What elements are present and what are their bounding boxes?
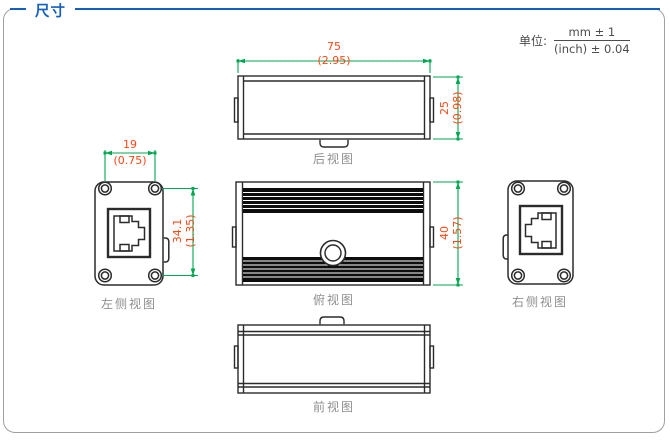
left-side-body (94, 181, 170, 286)
page-title: 尺寸 (26, 0, 75, 21)
right-side-edge-tab (502, 234, 509, 260)
top-height-mm: 40 (438, 226, 451, 240)
rear-bottom-tab (319, 139, 349, 148)
rear-width-mm: 75 (327, 40, 341, 53)
rear-height-dim: 25 (0.98) (438, 80, 466, 136)
top-height-dim: 40 (1.57) (438, 205, 466, 261)
front-right-rail-tab (429, 345, 435, 369)
top-dimension-arrows (455, 180, 461, 287)
left-hole-vpitch-mm: 34.1 (171, 218, 184, 244)
left-hole-vpitch-dim: 34.1 (1.35) (171, 203, 199, 259)
rear-height-mm: 25 (438, 101, 451, 115)
left-hole-pitch-mm: 19 (123, 138, 137, 151)
top-height-inch: (1.57) (451, 216, 464, 250)
front-top-tab (319, 316, 345, 325)
rear-left-rail-tab (233, 97, 239, 123)
front-view-label: 前视图 (312, 400, 355, 414)
left-side-edge-tab (163, 237, 170, 263)
screw-holes (510, 181, 572, 283)
rear-height-inch: (0.98) (451, 91, 464, 125)
title-rule (10, 7, 660, 10)
left-side-view-drawing (94, 150, 198, 286)
unit-note: 单位: mm ± 1 (inch) ± 0.04 (519, 25, 630, 56)
rear-width-inch: (2.95) (317, 54, 351, 67)
left-hole-vpitch-inch: (1.35) (184, 214, 197, 248)
top-left-rail-tab (231, 226, 237, 248)
rear-view-label: 后视图 (312, 152, 355, 166)
unit-label: 单位: (519, 34, 548, 48)
left-side-view-label: 左侧视图 (100, 297, 157, 311)
screw-holes (97, 181, 163, 283)
top-right-rail-tab (429, 226, 435, 248)
top-view-body (231, 181, 435, 286)
rear-dimension-lines (237, 59, 463, 140)
front-left-rail-tab (233, 345, 239, 369)
left-side-dimension-arrows (103, 150, 196, 277)
top-ground-screw (319, 239, 347, 267)
rear-view-body (233, 75, 435, 148)
rj45-port (106, 207, 152, 259)
unit-fraction: mm ± 1 (inch) ± 0.04 (554, 25, 630, 56)
front-view-drawing (233, 316, 435, 394)
front-view-body (233, 316, 435, 394)
top-heatsink-fins (243, 188, 423, 282)
rear-view-drawing (233, 58, 463, 148)
right-side-view-drawing (502, 180, 574, 285)
unit-mm: mm ± 1 (554, 25, 630, 41)
right-side-body (502, 180, 574, 285)
left-hole-pitch-inch: (0.75) (113, 154, 147, 167)
rear-dimension-arrows (236, 58, 461, 141)
right-side-view-label: 右侧视图 (511, 295, 568, 309)
rj45-port (518, 204, 564, 256)
top-view-drawing (231, 180, 463, 287)
unit-inch: (inch) ± 0.04 (554, 42, 630, 56)
top-view-label: 俯视图 (312, 293, 355, 307)
rear-right-rail-tab (429, 97, 435, 123)
